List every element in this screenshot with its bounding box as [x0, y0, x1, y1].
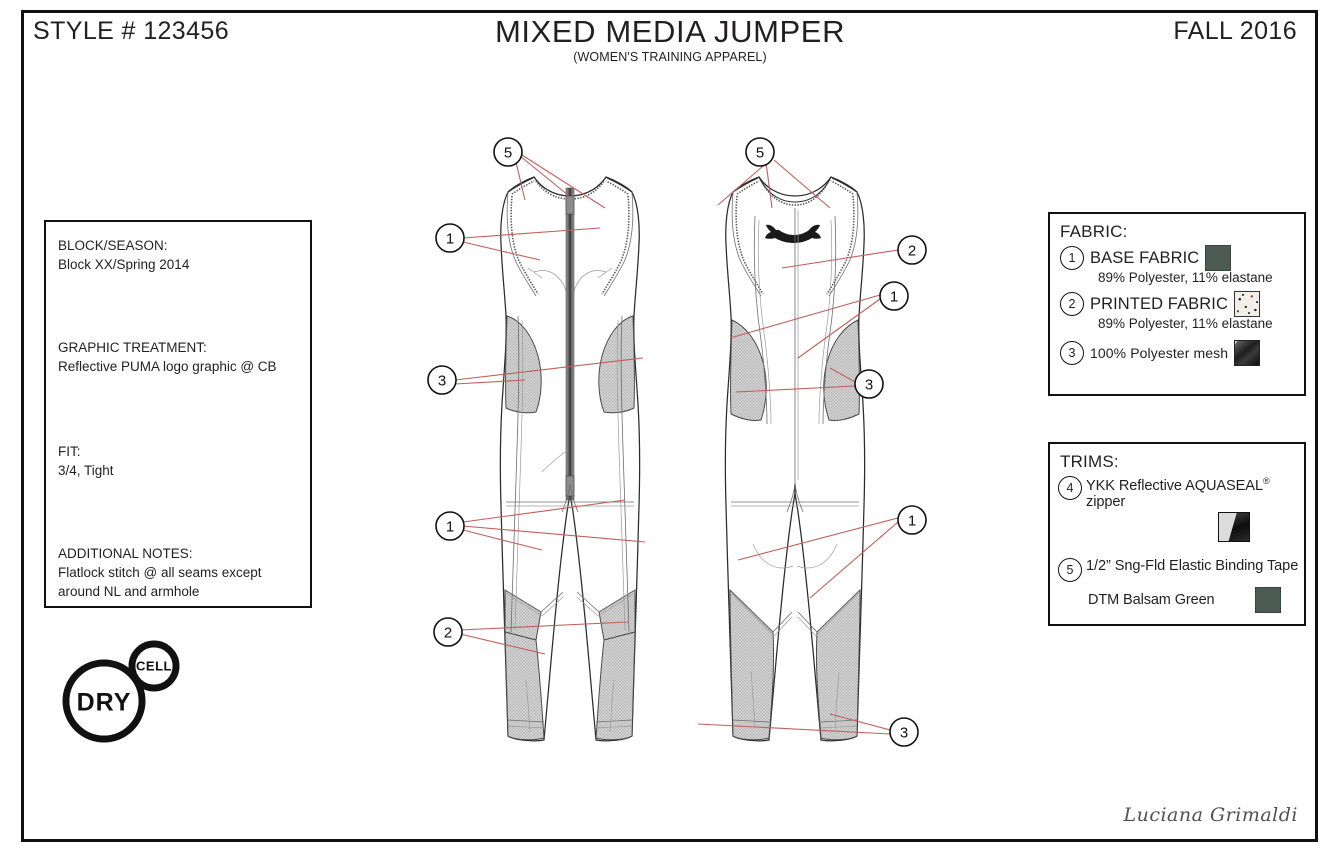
callout-badge-4: 4 [1058, 476, 1082, 500]
callout-back-1-top: 1 [879, 281, 909, 311]
garment-back-view [724, 176, 866, 742]
trim-item-4-tail: zipper [1086, 493, 1126, 510]
trim-item-4-label: YKK Reflective AQUASEAL® zipper [1086, 476, 1304, 510]
trim-swatch-zipper-row [1050, 511, 1304, 542]
fabric-item-3-label: 100% Polyester mesh [1090, 345, 1229, 361]
page-title: MIXED MEDIA JUMPER [494, 14, 846, 49]
fabric-item-1: 1 BASE FABRIC 89% Polyester, 11% elastan… [1050, 245, 1304, 285]
fabric-swatch-base [1205, 245, 1232, 271]
trim-item-5-detail: DTM Balsam Green [1050, 586, 1304, 613]
drycell-logo: DRY CELL [56, 638, 181, 743]
note-block-season: BLOCK/SEASON: Block XX/Spring 2014 [58, 236, 310, 274]
notes-box: BLOCK/SEASON: Block XX/Spring 2014 GRAPH… [44, 220, 312, 608]
trim-swatch-binding-tape [1254, 586, 1281, 613]
back-leader-lines [697, 159, 899, 735]
trim-item-5-sub: DTM Balsam Green [1088, 591, 1215, 608]
fabric-item-2-sub: 89% Polyester, 11% elastane [1098, 316, 1273, 331]
svg-text:1: 1 [890, 289, 898, 306]
fabric-item-1-sub: 89% Polyester, 11% elastane [1098, 270, 1273, 285]
style-number: STYLE # 123456 [33, 17, 230, 45]
fabric-swatch-printed [1234, 291, 1261, 317]
note-fit: FIT: 3/4, Tight [58, 442, 310, 480]
graphic-treatment-value: Reflective PUMA logo graphic @ CB [58, 359, 277, 374]
svg-text:2: 2 [908, 243, 916, 260]
callout-back-5: 5 [745, 137, 775, 167]
fabric-item-2-label: PRINTED FABRIC [1090, 294, 1229, 313]
fabric-item-1-label: BASE FABRIC [1090, 248, 1200, 267]
block-season-label: BLOCK/SEASON: [58, 238, 168, 253]
fit-label: FIT: [58, 444, 81, 459]
trim-item-5-label: 1/2” Sng-Fld Elastic Binding Tape [1086, 557, 1299, 574]
drycell-cell-text: CELL [136, 658, 172, 673]
callout-badges: 5 1 3 1 2 5 2 1 3 1 3 [427, 137, 927, 747]
callout-front-1-leg: 1 [435, 511, 465, 541]
fabric-swatch-mesh [1234, 340, 1261, 366]
fabric-legend-box: FABRIC: 1 BASE FABRIC 89% Polyester, 11%… [1048, 212, 1306, 396]
graphic-treatment-label: GRAPHIC TREATMENT: [58, 340, 207, 355]
front-leader-lines [454, 154, 646, 655]
page-subtitle: (WOMEN'S TRAINING APPAREL) [573, 49, 767, 64]
svg-text:3: 3 [900, 725, 908, 742]
svg-text:1: 1 [446, 519, 454, 536]
svg-text:2: 2 [444, 625, 452, 642]
svg-text:5: 5 [504, 145, 512, 162]
trim-item-4: 4 YKK Reflective AQUASEAL® zipper [1050, 476, 1304, 510]
technical-drawing: 5 1 3 1 2 5 2 1 3 1 3 [400, 110, 960, 790]
garment-front-view [499, 176, 641, 742]
additional-notes-line1: Flatlock stitch @ all seams except [58, 565, 262, 580]
trims-legend-box: TRIMS: 4 YKK Reflective AQUASEAL® zipper… [1048, 442, 1306, 626]
title-block: MIXED MEDIA JUMPER (WOMEN'S TRAINING APP… [0, 14, 1340, 64]
note-graphic-treatment: GRAPHIC TREATMENT: Reflective PUMA logo … [58, 338, 310, 376]
callout-back-2: 2 [897, 235, 927, 265]
callout-back-1-leg: 1 [897, 505, 927, 535]
svg-text:3: 3 [865, 377, 873, 394]
season-label: FALL 2016 [1173, 17, 1297, 45]
drycell-logo-svg: DRY CELL [62, 640, 180, 743]
additional-notes-line2: around NL and armhole [58, 584, 200, 599]
page-border [21, 10, 1318, 842]
svg-text:1: 1 [446, 231, 454, 248]
note-additional: ADDITIONAL NOTES: Flatlock stitch @ all … [58, 544, 310, 601]
trim-item-4-name: YKK Reflective AQUASEAL [1086, 477, 1263, 494]
trims-legend-title: TRIMS: [1060, 452, 1119, 471]
callout-badge-3: 3 [1060, 341, 1084, 365]
trim-swatch-zipper [1218, 511, 1250, 542]
fit-value: 3/4, Tight [58, 463, 114, 478]
callout-badge-2: 2 [1060, 292, 1084, 316]
additional-notes-label: ADDITIONAL NOTES: [58, 546, 193, 561]
svg-text:5: 5 [756, 145, 764, 162]
svg-text:3: 3 [438, 373, 446, 390]
callout-front-1-top: 1 [435, 223, 465, 253]
garment-flats-svg: 5 1 3 1 2 5 2 1 3 1 3 [427, 137, 927, 747]
svg-text:1: 1 [908, 513, 916, 530]
callout-back-3-calf: 3 [889, 717, 919, 747]
block-season-value: Block XX/Spring 2014 [58, 257, 190, 272]
drycell-dry-text: DRY [77, 689, 132, 717]
callout-badge-5: 5 [1058, 557, 1082, 582]
designer-signature: Luciana Grimaldi [1123, 804, 1298, 826]
trim-item-5: 5 1/2” Sng-Fld Elastic Binding Tape [1050, 557, 1304, 582]
callout-front-5: 5 [493, 137, 523, 167]
fabric-legend-title: FABRIC: [1060, 222, 1128, 241]
fabric-item-3: 3 100% Polyester mesh [1050, 340, 1304, 366]
fabric-item-2: 2 PRINTED FABRIC 89% Polyester, 11% elas… [1050, 291, 1304, 331]
callout-front-2: 2 [433, 617, 463, 647]
callout-badge-1: 1 [1060, 246, 1084, 270]
registered-mark-icon: ® [1262, 476, 1270, 486]
callout-front-3: 3 [427, 365, 457, 395]
callout-back-3-waist: 3 [854, 369, 884, 399]
